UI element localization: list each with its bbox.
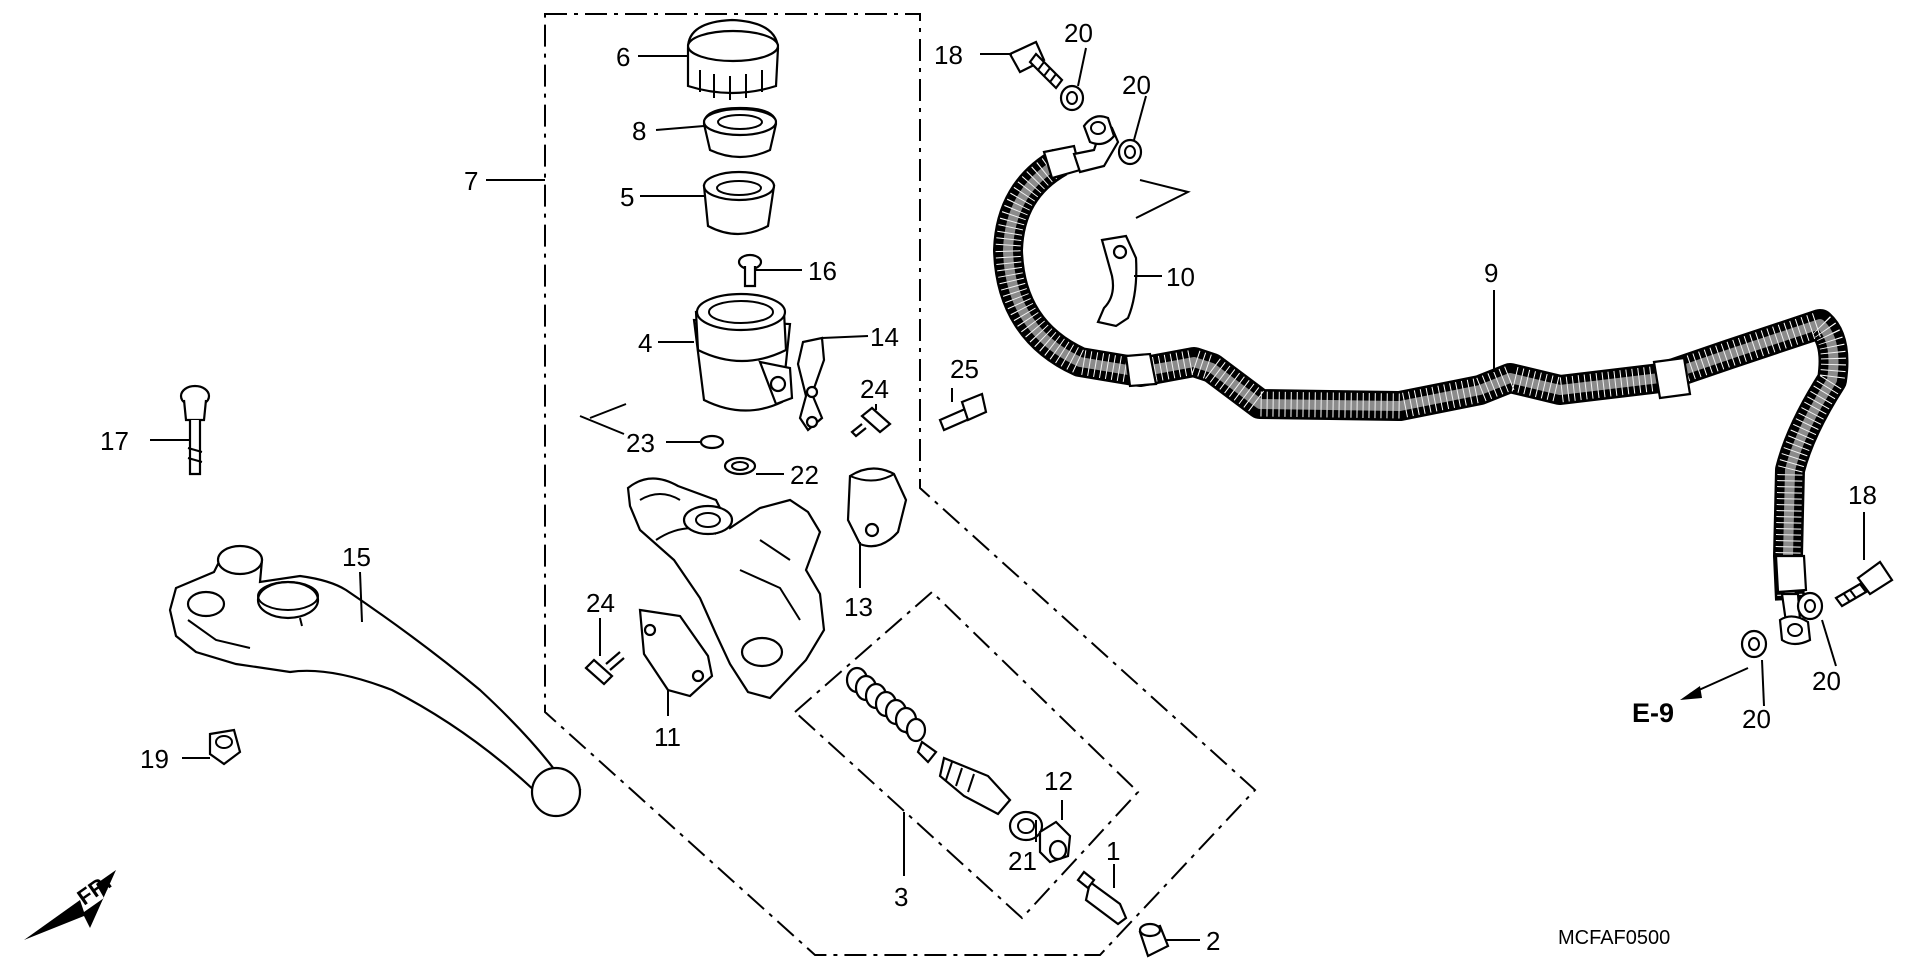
sealing-washer-4: [1796, 591, 1824, 621]
callout-24-lower: 24: [586, 588, 615, 618]
callout-7: 7: [464, 166, 478, 196]
sealing-washer-1: [1059, 84, 1085, 112]
clutch-hose: [993, 144, 1849, 601]
reservoir-cap: [686, 18, 780, 100]
pivot-bolt: [179, 384, 211, 476]
callout-17: 17: [100, 426, 129, 456]
callout-8: 8: [632, 116, 646, 146]
diagram-code: MCFAF0500: [1558, 927, 1670, 949]
lever-holder: [846, 467, 908, 548]
banjo-bolt-upper: [1008, 40, 1064, 90]
callout-6: 6: [616, 42, 630, 72]
assembly-outline-piston-kit: [793, 590, 1140, 920]
o-ring-22: [723, 456, 757, 476]
reservoir-body: [692, 292, 794, 412]
front-direction-arrow: [24, 870, 116, 940]
callout-18-lower: 18: [1848, 480, 1877, 510]
bolt-25: [938, 392, 988, 432]
seal-21: [1008, 810, 1044, 842]
bolt-24-lower: [584, 651, 625, 686]
callout-13: 13: [844, 592, 873, 622]
primary-cup: [916, 740, 938, 764]
callout-14: 14: [870, 322, 899, 352]
callout-21: 21: [1008, 846, 1037, 876]
diaphragm: [702, 170, 776, 236]
callout-16: 16: [808, 256, 837, 286]
bolt-24-upper: [850, 406, 892, 438]
banjo-fitting-lower: [1778, 592, 1812, 646]
banjo-bolt-lower: [1834, 560, 1894, 608]
screw-16: [737, 253, 763, 288]
sealing-washer-3: [1740, 629, 1768, 659]
callout-19: 19: [140, 744, 169, 774]
pivot-nut: [208, 728, 242, 766]
callout-12: 12: [1044, 766, 1073, 796]
diaphragm-plate: [702, 106, 778, 159]
callout-22: 22: [790, 460, 819, 490]
callout-4: 4: [638, 328, 652, 358]
callout-25: 25: [950, 354, 979, 384]
callout-15: 15: [342, 542, 371, 572]
callout-5: 5: [620, 182, 634, 212]
hose-clamp: [1096, 234, 1138, 328]
callout-2: 2: [1206, 926, 1220, 956]
banjo-fitting-upper: [1072, 115, 1120, 174]
reservoir-bracket: [796, 336, 826, 432]
callout-9: 9: [1484, 258, 1498, 288]
reference-label: E-9: [1632, 698, 1674, 728]
master-cylinder-body: [626, 477, 826, 700]
callout-20-a: 20: [1064, 18, 1093, 48]
o-ring-23: [699, 434, 725, 450]
callout-23: 23: [626, 428, 655, 458]
brake-switch: [638, 608, 714, 698]
sealing-washer-2: [1117, 138, 1143, 166]
push-rod-1: [1076, 870, 1128, 926]
piston-spring: [845, 666, 927, 743]
callout-18-upper: 18: [934, 40, 963, 70]
callout-20-b: 20: [1122, 70, 1151, 100]
callout-1: 1: [1106, 836, 1120, 866]
boot-12: [1038, 820, 1072, 864]
callout-11: 11: [654, 722, 681, 752]
callout-10: 10: [1166, 262, 1195, 292]
assembly-outline-master-cylinder: [544, 13, 1257, 956]
callout-20-c: 20: [1742, 704, 1771, 734]
callout-3: 3: [894, 882, 908, 912]
callout-24-upper: 24: [860, 374, 889, 404]
piston: [938, 756, 1012, 816]
clutch-lever: [168, 544, 582, 818]
leader-lines: [150, 47, 1865, 941]
reference-arrow: [1680, 667, 1749, 700]
callout-20-d: 20: [1812, 666, 1841, 696]
boot-2: [1138, 922, 1170, 958]
